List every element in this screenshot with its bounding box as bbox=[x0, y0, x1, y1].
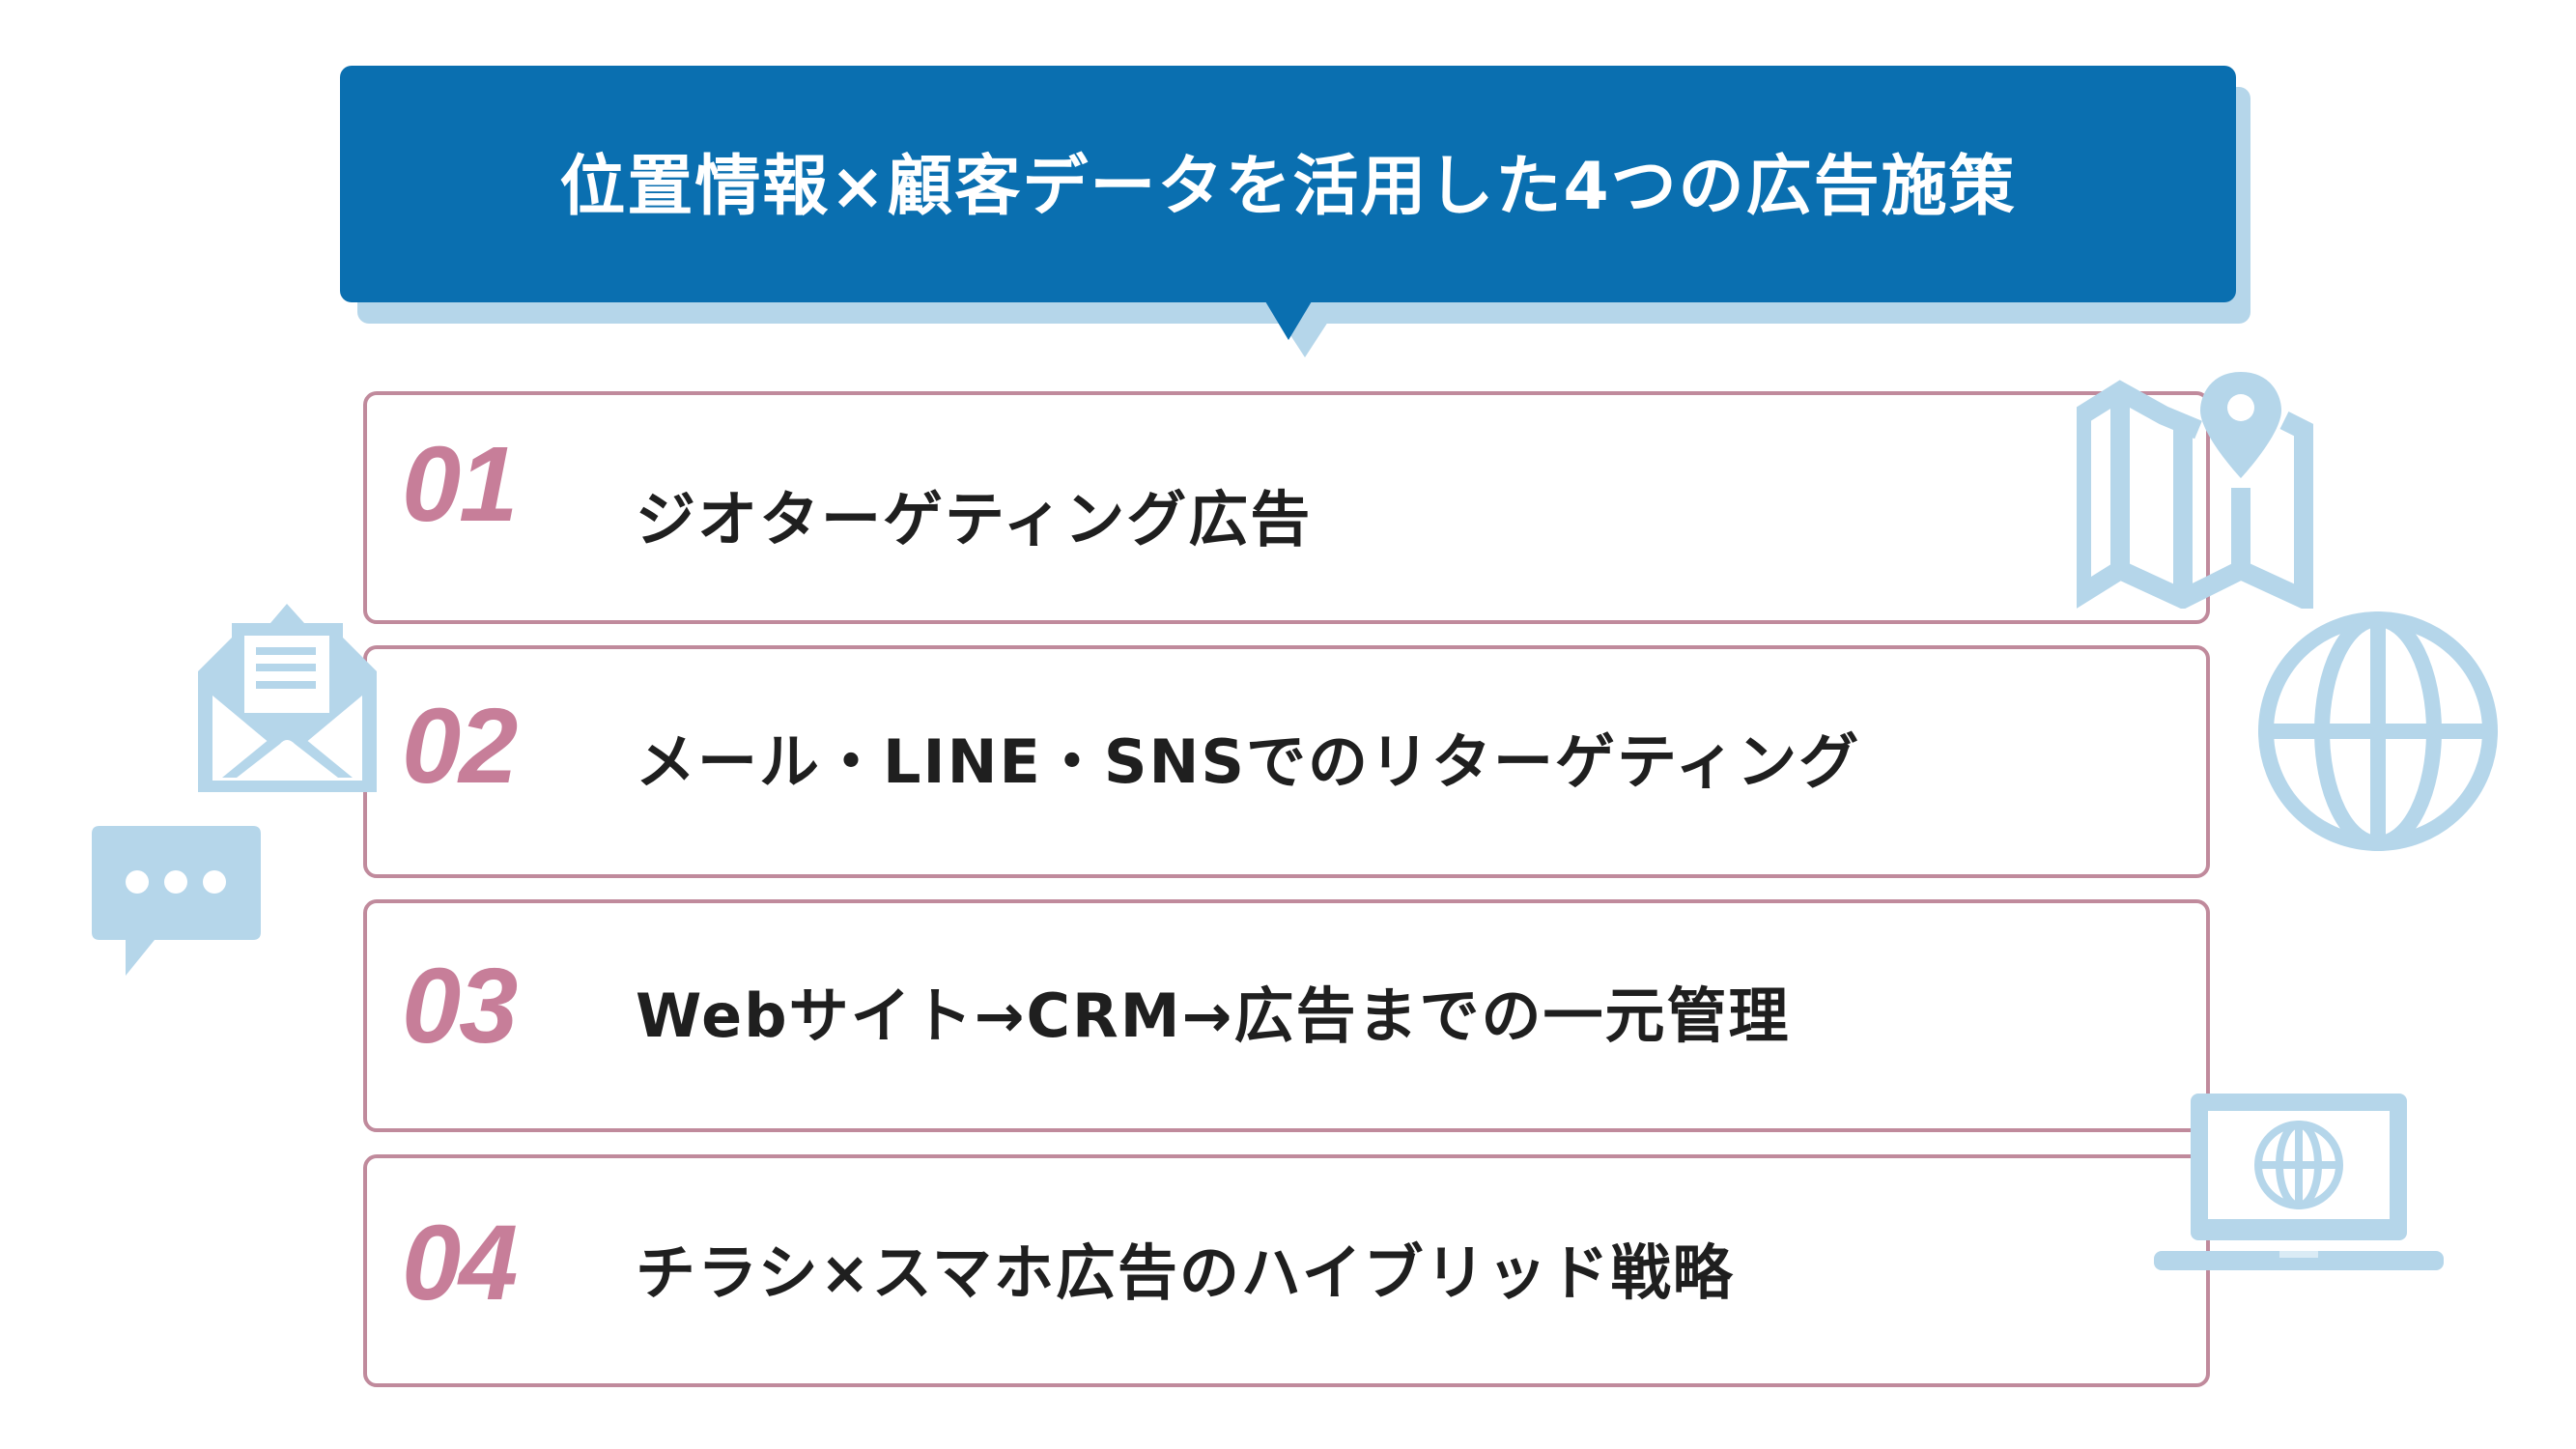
item-label: チラシ×スマホ広告のハイブリッド戦略 bbox=[636, 1237, 1735, 1308]
item-label: Webサイト→CRM→広告までの一元管理 bbox=[636, 980, 1791, 1051]
envelope-icon bbox=[198, 604, 377, 792]
item-number: 02 bbox=[402, 687, 518, 806]
item-number: 03 bbox=[402, 947, 518, 1065]
title-banner: 位置情報×顧客データを活用した4つの広告施策 bbox=[340, 66, 2236, 302]
list-item-03: 03 Webサイト→CRM→広告までの一元管理 bbox=[363, 899, 2210, 1132]
list-item-02: 02 メール・LINE・SNSでのリターゲティング bbox=[363, 645, 2210, 878]
page-title: 位置情報×顧客データを活用した4つの広告施策 bbox=[559, 149, 2017, 225]
list-item-01: 01 ジオターゲティング広告 bbox=[363, 391, 2210, 624]
globe-icon bbox=[2258, 611, 2498, 851]
chat-bubble-icon bbox=[92, 826, 261, 976]
item-number: 01 bbox=[402, 425, 518, 544]
item-label: メール・LINE・SNSでのリターゲティング bbox=[636, 726, 1861, 797]
banner-pointer bbox=[1265, 301, 1312, 340]
item-number: 04 bbox=[402, 1204, 518, 1322]
list-item-04: 04 チラシ×スマホ広告のハイブリッド戦略 bbox=[363, 1154, 2210, 1387]
map-pin-icon bbox=[2077, 372, 2313, 609]
item-label: ジオターゲティング広告 bbox=[636, 484, 1313, 554]
laptop-globe-icon bbox=[2154, 1094, 2444, 1270]
